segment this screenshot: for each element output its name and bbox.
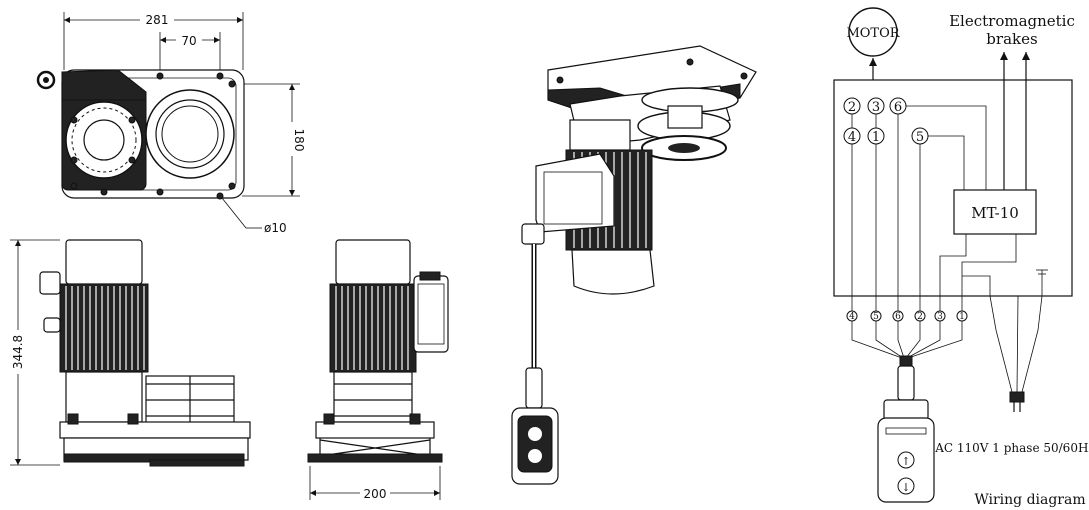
- terminal-4: 4: [848, 130, 856, 145]
- motor-symbol: [848, 7, 898, 57]
- enclosure-box: [833, 79, 1073, 297]
- wiring-caption: Wiring diagram: [974, 492, 1085, 508]
- controller-label: MT-10: [971, 204, 1019, 222]
- wiring-diagram: MOTOR Electromagnetic brakes 2 3 6 4 1 5: [833, 7, 1089, 508]
- cable-terminal-4: 4: [849, 312, 855, 322]
- dim-depth: 180: [292, 129, 306, 152]
- terminal-5: 5: [916, 130, 924, 145]
- dim-hole-spacing: 70: [181, 34, 196, 48]
- dim-hole-diameter: ø10: [264, 221, 287, 235]
- front-view: 344.8: [9, 239, 251, 467]
- cable-terminal-5: 5: [873, 312, 879, 322]
- power-label: AC 110V 1 phase 50/60Hz: [934, 441, 1089, 455]
- motor-label: MOTOR: [846, 26, 900, 41]
- terminal-6: 6: [894, 100, 902, 115]
- dim-overall-width: 281: [146, 13, 169, 27]
- cable-terminal-2: 2: [917, 312, 923, 322]
- cable-terminal-3: 3: [937, 312, 943, 322]
- cable-terminal-1: 1: [959, 312, 965, 322]
- top-view: 281 70 180: [36, 12, 306, 235]
- brakes-label-line2: brakes: [986, 30, 1037, 48]
- pendant-down-icon: ↓: [901, 481, 910, 494]
- terminal-2: 2: [848, 100, 856, 115]
- terminal-3: 3: [872, 100, 880, 115]
- isometric-view: [511, 45, 757, 485]
- cable-terminal-6: 6: [895, 312, 901, 322]
- pendant-up-icon: ↑: [901, 455, 910, 468]
- dim-base-width: 200: [364, 487, 387, 501]
- terminal-1: 1: [872, 130, 880, 145]
- side-view: 200: [307, 239, 449, 501]
- dim-height: 344.8: [11, 335, 25, 369]
- brakes-label-line1: Electromagnetic: [949, 12, 1075, 30]
- controller-box: [953, 189, 1037, 235]
